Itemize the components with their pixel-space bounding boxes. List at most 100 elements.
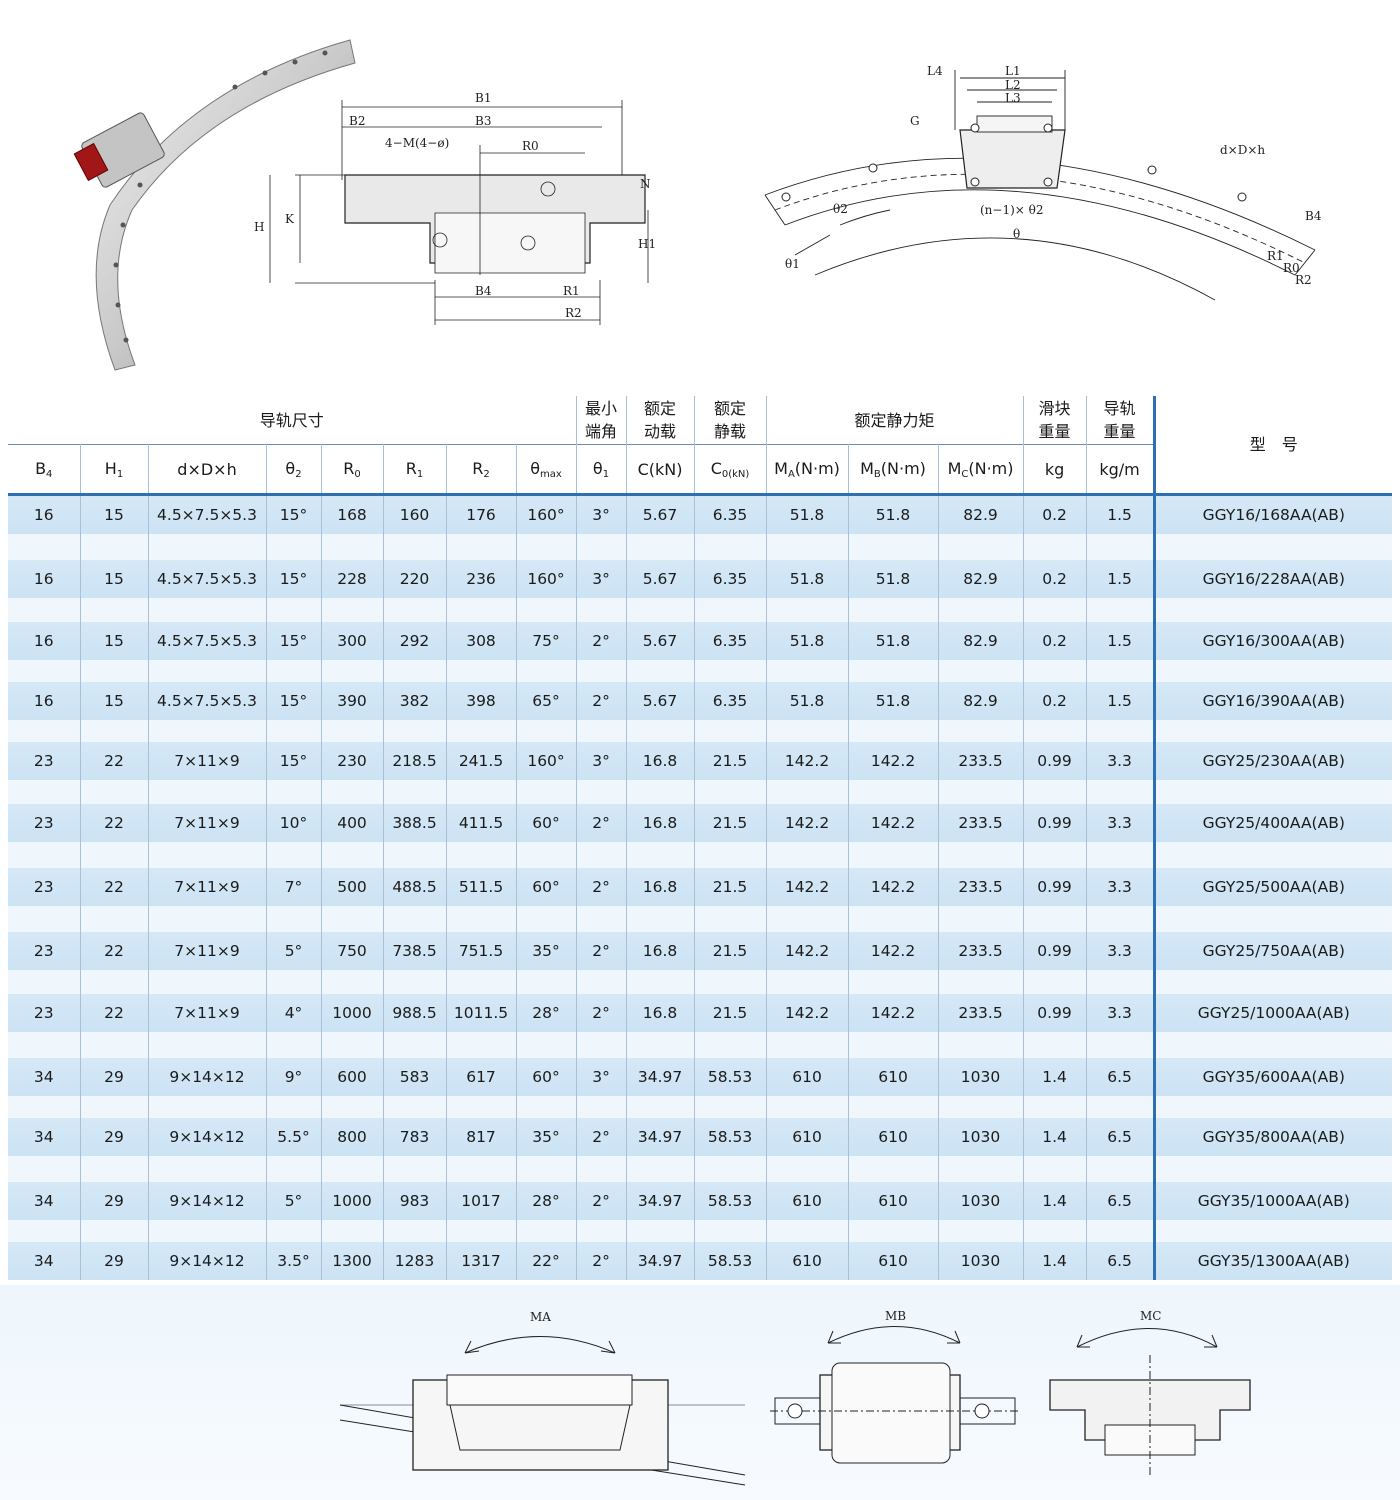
spacer-cell: [148, 780, 267, 804]
table-cell: 400: [321, 804, 384, 842]
spacer-cell: [321, 1156, 384, 1182]
spacer-cell: [1154, 780, 1393, 804]
table-cell: 82.9: [938, 494, 1024, 534]
column-header-5: R1: [383, 444, 447, 495]
table-cell: 233.5: [938, 804, 1024, 842]
spacer-cell: [266, 970, 322, 994]
table-cell: 9°: [266, 1058, 322, 1096]
column-header-10: C0(kN): [694, 444, 767, 495]
spacer-cell: [694, 780, 767, 804]
spacer-cell: [938, 1220, 1024, 1242]
table-cell: 1.4: [1023, 1182, 1087, 1220]
table-cell: 5.5°: [266, 1118, 322, 1156]
spacer-cell: [266, 1156, 322, 1182]
dim-label-b2: B2: [349, 114, 365, 128]
spacer-cell: [8, 1156, 81, 1182]
table-cell: 218.5: [383, 742, 447, 780]
model-cell: GGY16/300AA(AB): [1154, 622, 1393, 660]
table-cell: 75°: [516, 622, 577, 660]
model-cell: GGY35/1300AA(AB): [1154, 1242, 1393, 1280]
spacer-cell: [1086, 1156, 1156, 1182]
table-cell: 22: [80, 932, 149, 970]
table-cell: 34: [8, 1242, 81, 1280]
spacer-cell: [694, 660, 767, 682]
table-cell: 4°: [266, 994, 322, 1032]
dim-label-r2-arc: R2: [1295, 273, 1312, 287]
spacer-cell: [446, 1220, 517, 1242]
spacer-cell: [848, 1096, 939, 1118]
table-cell: 16: [8, 622, 81, 660]
table-cell: 142.2: [766, 868, 849, 906]
table-cell: 60°: [516, 1058, 577, 1096]
table-cell: 51.8: [766, 494, 849, 534]
spacer-cell: [938, 970, 1024, 994]
spacer-cell: [80, 1220, 149, 1242]
spacer-cell: [446, 970, 517, 994]
spacer-cell: [1154, 660, 1393, 682]
spacer-cell: [516, 598, 577, 622]
dim-label-h: H: [254, 220, 264, 234]
spec-table: 导轨尺寸 最小端角 额定动载 额定静载 额定静力矩 滑块重量 导轨重量 型 号 …: [8, 396, 1393, 1280]
spacer-cell: [8, 534, 81, 560]
header-static-moment: 额定静力矩: [766, 396, 1024, 445]
table-cell: 0.99: [1023, 742, 1087, 780]
row-spacer: [8, 1220, 1393, 1242]
table-cell: 1300: [321, 1242, 384, 1280]
spacer-cell: [694, 534, 767, 560]
table-group-header-row: 导轨尺寸 最小端角 额定动载 额定静载 额定静力矩 滑块重量 导轨重量 型 号: [8, 396, 1392, 454]
table-cell: 34: [8, 1118, 81, 1156]
table-cell: 7×11×9: [148, 994, 267, 1032]
spacer-cell: [446, 842, 517, 868]
table-cell: 5.67: [626, 622, 695, 660]
top-view-arc-drawing: L4 L1 L2 L3 G d×D×h θ2 (n−1)× θ2 θ θ1 B4…: [764, 64, 1322, 301]
model-cell: GGY16/228AA(AB): [1154, 560, 1393, 598]
model-cell: GGY25/400AA(AB): [1154, 804, 1393, 842]
spacer-cell: [80, 1096, 149, 1118]
table-cell: 142.2: [766, 932, 849, 970]
moment-mb-diagram: MB: [770, 1309, 1020, 1464]
table-cell: 35°: [516, 1118, 577, 1156]
table-cell: 4.5×7.5×5.3: [148, 494, 267, 534]
table-cell: 65°: [516, 682, 577, 720]
table-cell: 610: [848, 1058, 939, 1096]
table-cell: 29: [80, 1242, 149, 1280]
spacer-cell: [1154, 970, 1393, 994]
column-header-4: R0: [321, 444, 384, 495]
spacer-cell: [576, 534, 627, 560]
column-header-11: MA(N·m): [766, 444, 849, 495]
spacer-cell: [1023, 970, 1087, 994]
spacer-cell: [694, 1032, 767, 1058]
spacer-cell: [766, 1156, 849, 1182]
spacer-cell: [1086, 906, 1156, 932]
spacer-cell: [626, 534, 695, 560]
dim-label-n-theta2: (n−1)× θ2: [980, 203, 1044, 217]
table-cell: 176: [446, 494, 517, 534]
table-cell: 583: [383, 1058, 447, 1096]
table-cell: 23: [8, 742, 81, 780]
table-cell: 600: [321, 1058, 384, 1096]
spacer-cell: [1023, 1032, 1087, 1058]
table-cell: 51.8: [848, 560, 939, 598]
spacer-cell: [148, 1096, 267, 1118]
spacer-cell: [576, 1220, 627, 1242]
table-cell: 60°: [516, 868, 577, 906]
table-cell: 82.9: [938, 560, 1024, 598]
spacer-cell: [1154, 1096, 1393, 1118]
table-cell: 9×14×12: [148, 1058, 267, 1096]
spacer-cell: [321, 720, 384, 742]
spacer-cell: [1023, 906, 1087, 932]
spacer-cell: [626, 842, 695, 868]
table-cell: 3.5°: [266, 1242, 322, 1280]
table-cell: 7×11×9: [148, 804, 267, 842]
spacer-cell: [694, 1156, 767, 1182]
spacer-cell: [516, 720, 577, 742]
table-cell: 16.8: [626, 742, 695, 780]
table-cell: 160: [383, 494, 447, 534]
table-cell: 6.35: [694, 494, 767, 534]
table-cell: 817: [446, 1118, 517, 1156]
table-cell: 292: [383, 622, 447, 660]
table-cell: 15: [80, 682, 149, 720]
moment-label-ma: MA: [530, 1310, 551, 1324]
spacer-cell: [446, 534, 517, 560]
